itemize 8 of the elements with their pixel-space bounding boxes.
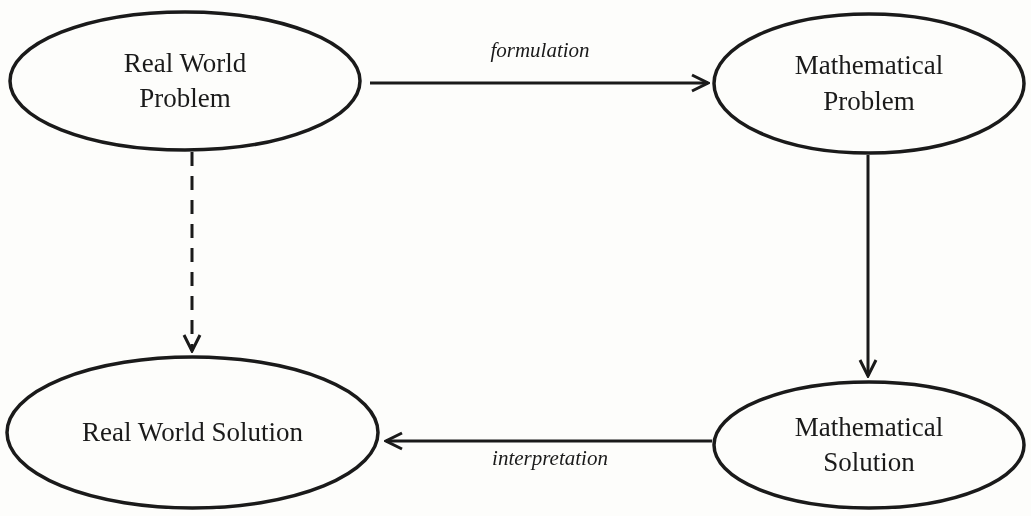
node-label: Real World Problem — [122, 46, 248, 115]
node-label: Mathematical Solution — [793, 410, 945, 479]
arrow — [370, 73, 710, 93]
node-label: Real World Solution — [82, 415, 303, 449]
dashed-arrow — [182, 152, 202, 353]
arrow — [858, 155, 878, 378]
node-label: Mathematical Problem — [793, 49, 945, 118]
arrow — [384, 431, 712, 451]
